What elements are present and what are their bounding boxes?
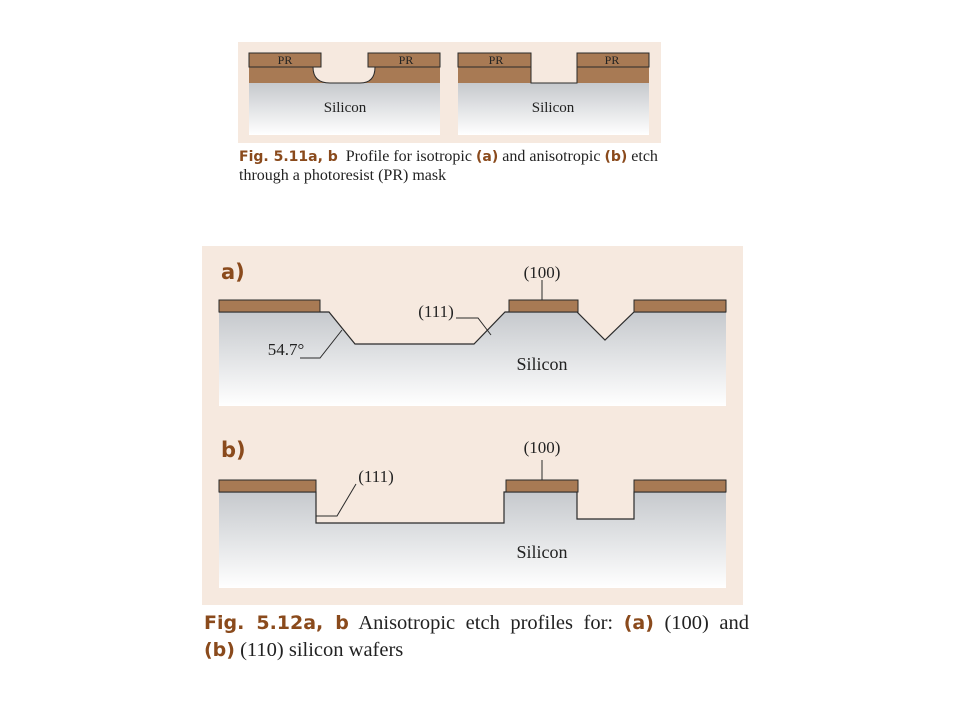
silicon-substrate [219,312,726,406]
caption-letter-b: (b) [604,149,628,165]
mask-left [218,479,317,493]
pr-label-right: PR [605,53,620,67]
fig-5-11-panel-b: PR PR Silicon [457,52,650,135]
pr-label-right: PR [399,53,414,67]
caption-letter-a: (a) [623,612,654,634]
mask-left [218,299,321,313]
caption-text: Anisotropic etch profiles for: [358,612,614,634]
panel-letter: b) [221,438,246,462]
etched-film-right [577,67,649,83]
caption-text: (110) silicon wafers [240,638,404,661]
figure-label: Fig. 5.11a, b [239,149,338,165]
plane-100-label: (100) [524,438,561,457]
silicon-label: Silicon [516,354,567,374]
silicon-substrate [458,83,649,135]
panel-letter: a) [221,260,245,284]
caption-text: Profile for isotropic [345,148,472,165]
caption-letter-b: (b) [204,638,235,661]
caption-text: etch [631,148,658,165]
fig-5-12-diagram: a) (100) (111) 54.7° Silicon b) (100) (1… [202,246,743,605]
mask-right [633,299,727,313]
caption-text: (100) and [664,612,749,634]
fig-5-12-panel-b: b) (100) (111) Silicon [218,438,727,588]
photoresist-right [367,52,441,68]
leader-111 [456,317,492,336]
etched-film [249,67,440,83]
mask-right [633,479,727,493]
caption-text: and anisotropic [502,148,601,165]
photoresist-left [457,52,532,68]
angle-label: 54.7° [268,340,305,359]
pr-label-left: PR [489,53,504,67]
pr-label-left: PR [278,53,293,67]
leader-111 [316,483,357,517]
plane-111-label: (111) [418,302,454,321]
plane-100-label: (100) [524,263,561,282]
photoresist-left [248,52,322,68]
silicon-substrate [249,83,440,135]
caption-line-1: Fig. 5.12a, b Anisotropic etch profiles … [204,610,749,637]
fig-5-11-diagram: PR PR Silicon PR PR Silicon [238,42,661,143]
caption-text: through a photoresist (PR) mask [239,166,447,184]
etched-film-left [458,67,531,83]
anisotropic-etch-profile [530,67,578,84]
silicon-substrate [219,492,726,588]
plane-111-label: (111) [358,467,394,486]
silicon-label: Silicon [324,100,367,116]
etch-profile [219,311,726,345]
fig-5-12-caption: Fig. 5.12a, b Anisotropic etch profiles … [204,610,749,663]
figure-label: Fig. 5.12a, b [204,612,349,634]
fig-5-11-panel-a: PR PR Silicon [248,52,441,135]
photoresist-right [576,52,650,68]
mask-middle [505,479,579,493]
fig-5-12-panel-a: a) (100) (111) 54.7° Silicon [218,260,727,406]
mask-middle [508,299,579,313]
isotropic-etch-profile [312,66,376,84]
caption-letter-a: (a) [475,149,499,165]
leader-angle [300,329,343,359]
silicon-label: Silicon [532,100,575,116]
silicon-label: Silicon [516,542,567,562]
fig-5-11-caption: Fig. 5.11a, b Profile for isotropic (a) … [239,148,669,186]
